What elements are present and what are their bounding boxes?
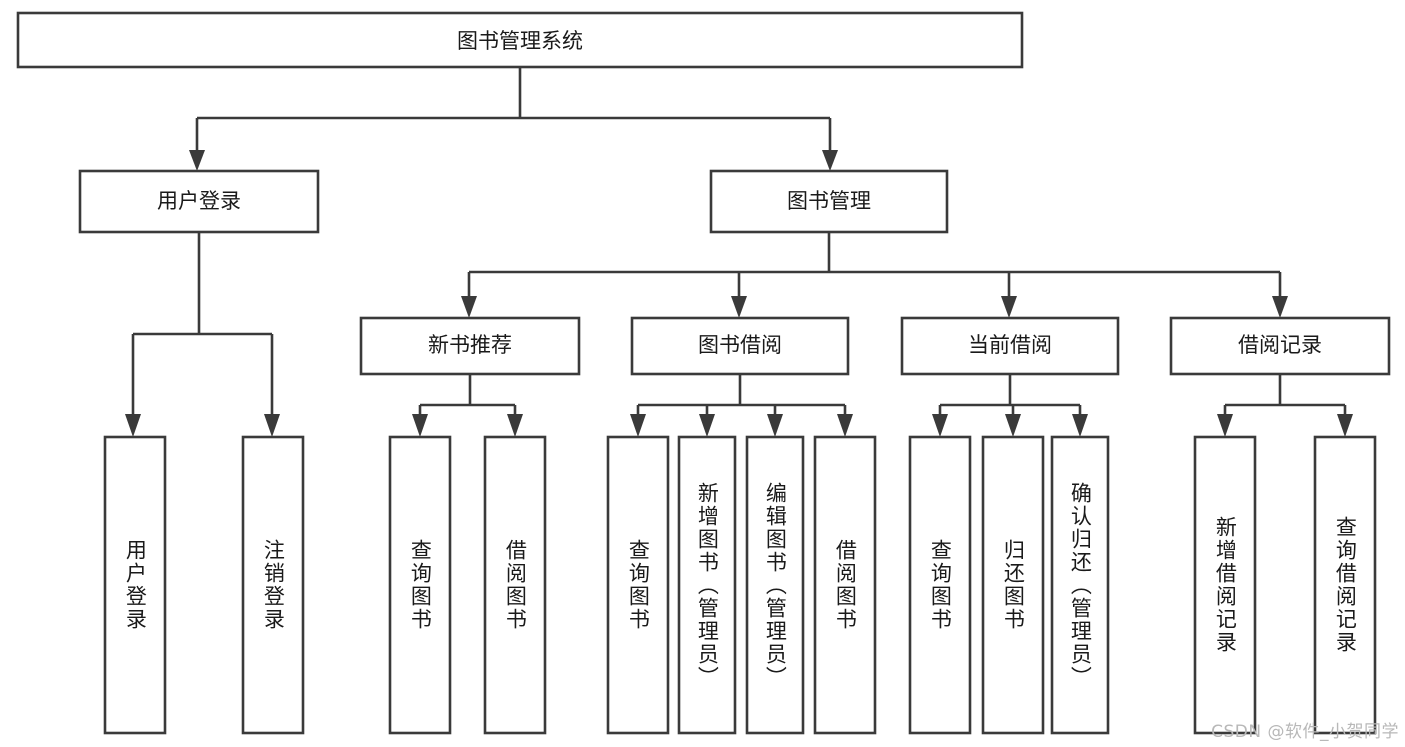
arrow-head-book-borrow bbox=[731, 296, 747, 318]
node-current-borrow[interactable]: 当前借阅 bbox=[900, 316, 1120, 376]
arrow-head-new-book-recommend bbox=[461, 296, 477, 318]
node-leaf-query-book-1-box[interactable] bbox=[388, 435, 452, 735]
node-leaf-logout-box[interactable] bbox=[241, 435, 305, 735]
arrow-head-leaf-logout bbox=[264, 414, 280, 437]
arrow-head-leaf-user-login bbox=[125, 414, 141, 437]
arrow-head-current-borrow bbox=[1001, 296, 1017, 318]
node-book-borrow[interactable]: 图书借阅 bbox=[630, 316, 850, 376]
node-current-borrow-box[interactable] bbox=[900, 316, 1120, 376]
arrow-head-leaf-query-book-1 bbox=[412, 414, 428, 437]
node-leaf-return-book-box[interactable] bbox=[981, 435, 1045, 735]
node-current-borrow-label: 当前借阅 bbox=[968, 333, 1052, 357]
node-borrow-record-label: 借阅记录 bbox=[1238, 333, 1322, 357]
nodes-layer: 图书管理系统 用户登录 图书管理 新书推荐 图书借阅 bbox=[16, 11, 1391, 735]
node-leaf-add-record-box[interactable] bbox=[1193, 435, 1257, 735]
node-leaf-borrow-book-2-box[interactable] bbox=[813, 435, 877, 735]
arrow-head-leaf-query-book-3 bbox=[932, 414, 948, 437]
arrow-head-leaf-borrow-book-1 bbox=[507, 414, 523, 437]
arrow-head-leaf-edit-book bbox=[767, 414, 783, 437]
node-book-borrow-label: 图书借阅 bbox=[698, 333, 782, 357]
node-leaf-query-book-3-box[interactable] bbox=[908, 435, 972, 735]
node-new-book-recommend-box[interactable] bbox=[359, 316, 581, 376]
node-borrow-record-box[interactable] bbox=[1169, 316, 1391, 376]
arrow-head-leaf-add-book bbox=[699, 414, 715, 437]
node-leaf-add-book-box[interactable] bbox=[677, 435, 737, 735]
node-leaf-confirm-return-box[interactable] bbox=[1050, 435, 1110, 735]
node-user-login-label: 用户登录 bbox=[157, 189, 241, 213]
arrow-head-leaf-query-record bbox=[1337, 414, 1353, 437]
arrow-head-leaf-confirm-return bbox=[1072, 414, 1088, 437]
arrow-head-leaf-return-book bbox=[1005, 414, 1021, 437]
node-user-login[interactable]: 用户登录 bbox=[78, 169, 320, 234]
node-root-label: 图书管理系统 bbox=[457, 29, 583, 53]
csdn-watermark: CSDN @软件_小贺同学 bbox=[1211, 722, 1399, 742]
node-root-box[interactable] bbox=[16, 11, 1024, 69]
node-leaf-query-book-2-box[interactable] bbox=[606, 435, 670, 735]
arrow-head-leaf-query-book-2 bbox=[630, 414, 646, 437]
node-root[interactable]: 图书管理系统 bbox=[16, 11, 1024, 69]
connectors-layer bbox=[125, 67, 1353, 437]
arrow-head-borrow-record bbox=[1272, 296, 1288, 318]
node-book-manage-label: 图书管理 bbox=[787, 189, 871, 213]
node-leaf-query-record-box[interactable] bbox=[1313, 435, 1377, 735]
node-leaf-borrow-book-1-box[interactable] bbox=[483, 435, 547, 735]
node-book-manage-box[interactable] bbox=[709, 169, 949, 234]
node-book-borrow-box[interactable] bbox=[630, 316, 850, 376]
node-borrow-record[interactable]: 借阅记录 bbox=[1169, 316, 1391, 376]
node-book-manage[interactable]: 图书管理 bbox=[709, 169, 949, 234]
node-leaf-user-login-box[interactable] bbox=[103, 435, 167, 735]
arrow-head-user-login bbox=[189, 150, 205, 171]
node-leaf-edit-book-box[interactable] bbox=[745, 435, 805, 735]
node-new-book-recommend[interactable]: 新书推荐 bbox=[359, 316, 581, 376]
arrow-head-book-manage bbox=[822, 150, 838, 171]
node-new-book-recommend-label: 新书推荐 bbox=[428, 333, 512, 357]
arrow-head-leaf-add-record bbox=[1217, 414, 1233, 437]
arrow-head-leaf-borrow-book-2 bbox=[837, 414, 853, 437]
node-user-login-box[interactable] bbox=[78, 169, 320, 234]
